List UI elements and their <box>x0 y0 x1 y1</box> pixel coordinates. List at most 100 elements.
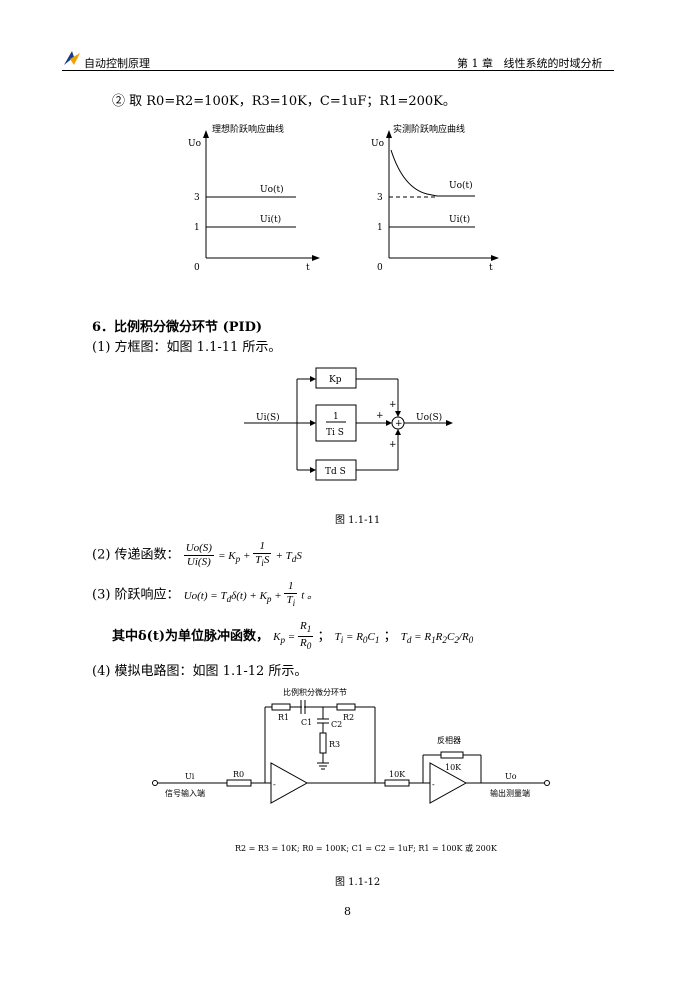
block-input-label: Ui(S) <box>256 412 280 423</box>
summing-plus-symbol: + <box>395 419 403 429</box>
actual-uo-curve <box>390 149 475 197</box>
block-output-arrow <box>446 420 453 426</box>
actual-y-arrow <box>386 130 392 138</box>
ideal-y-arrow <box>203 130 209 138</box>
actual-x-arrow <box>491 255 499 261</box>
actual-response-plot: 实测阶跃响应曲线 Uo 3 1 0 t Uo(t) Ui(t) <box>371 123 499 273</box>
inverter-label: 反相器 <box>437 735 461 745</box>
r1-label: R1 <box>278 713 289 722</box>
sep-2: ； <box>383 629 397 645</box>
sum-plus-left: + <box>376 411 384 421</box>
param-line: ② 取 R0=R2=100K，R3=10K，C=1uF；R1=200K。 <box>112 94 456 109</box>
kp-def: Kp = <box>273 631 298 646</box>
block-output-label: Uo(S) <box>416 412 442 423</box>
r10k-input-label: 10K <box>389 770 406 779</box>
ti-denominator: Ti S <box>326 428 344 438</box>
r10k-input-resistor <box>384 779 410 787</box>
opamp-1-minus: - <box>273 780 276 789</box>
input-label: 信号输入端 <box>165 788 205 798</box>
header-chapter: 第 1 章 线性系统的时域分析 <box>457 55 603 71</box>
actual-ui-label: Ui(t) <box>449 214 470 225</box>
pid-circuit-diagram: 比例积分微分环节 R1 C1 R2 C2 R3 Ui 信号输入端 R0 - 10… <box>152 687 550 853</box>
c2-label: C2 <box>331 720 342 729</box>
circuit-params: R2 = R3 = 10K; R0 = 100K; C1 = C2 = 1uF;… <box>235 843 498 853</box>
actual-plot-ylabel: Uo <box>371 139 384 149</box>
item-1-text: (1) 方框图：如图 1.1-11 所示。 <box>92 340 282 355</box>
ideal-origin: 0 <box>194 263 200 273</box>
opamp-1 <box>270 762 309 804</box>
figure-caption-1: 图 1.1-11 <box>335 515 381 526</box>
item-2-label: (2) 传递函数： <box>92 547 180 563</box>
kp-sum-arrow <box>395 411 401 417</box>
step-response-t: t 。 <box>301 589 319 602</box>
r3-resistor <box>319 732 327 754</box>
actual-tick-1: 1 <box>377 223 383 233</box>
r2-resistor <box>336 703 356 711</box>
r1-resistor <box>271 703 291 711</box>
output-terminal <box>544 780 550 786</box>
header-chapter-title: 线性系统的时域分析 <box>503 57 603 70</box>
tf-derivative-term: + TdS <box>275 549 302 564</box>
logo <box>62 49 82 67</box>
td-sum-arrow <box>395 429 401 435</box>
opamp-2-minus: - <box>432 780 435 789</box>
r0-resistor <box>226 779 252 787</box>
actual-xlabel: t <box>489 263 493 273</box>
sum-plus-bottom: + <box>389 440 397 450</box>
ti-def: Ti = R0C1 <box>334 631 380 646</box>
ideal-plot-title: 理想阶跃响应曲线 <box>212 123 284 135</box>
ideal-uo-label: Uo(t) <box>260 184 284 195</box>
section-title: 6．比例积分微分环节 (PID) <box>92 320 263 335</box>
opamp-2 <box>429 762 468 804</box>
actual-plot-title: 实测阶跃响应曲线 <box>393 123 465 135</box>
header-chapter-number: 第 1 章 <box>457 57 493 70</box>
kp-label: Kp <box>329 375 342 385</box>
uo-label: Uo <box>505 772 517 781</box>
tf-ratio: Uo(S)Ui(S) <box>183 541 214 568</box>
header-book-title: 自动控制原理 <box>84 57 150 70</box>
ideal-response-plot: 理想阶跃响应曲线 Uo 3 1 0 t Uo(t) Ui(t) <box>188 123 320 273</box>
actual-tick-3: 3 <box>377 193 383 203</box>
sum-plus-top: + <box>389 400 397 410</box>
ti-in-arrow <box>310 420 316 426</box>
ideal-xlabel: t <box>306 263 310 273</box>
item-3-label: (3) 阶跃响应： <box>92 587 180 603</box>
pid-block-diagram: Ui(S) Kp + 1 Ti S + + Uo(S) Td S + <box>244 367 453 481</box>
kp-in-arrow <box>310 376 316 382</box>
tf-rhs: = Kp + <box>218 549 254 564</box>
ideal-tick-3: 3 <box>194 193 200 203</box>
output-label: 输出测量端 <box>490 788 530 798</box>
r3-label: R3 <box>329 740 340 749</box>
ideal-tick-1: 1 <box>194 223 200 233</box>
ui-label: Ui <box>185 772 195 781</box>
ti-numerator: 1 <box>333 412 339 422</box>
logo-icon <box>64 51 80 65</box>
circuit-title: 比例积分微分环节 <box>283 687 347 697</box>
header-rule <box>62 70 614 71</box>
r0-label: R0 <box>233 770 244 779</box>
td-in-arrow <box>310 467 316 473</box>
r10k-feedback-resistor <box>440 751 464 759</box>
sep-1: ； <box>317 629 331 645</box>
ti-sum-arrow <box>386 420 392 426</box>
input-terminal <box>152 780 158 786</box>
figure-caption-2: 图 1.1-12 <box>335 877 381 888</box>
r10k-feedback-label: 10K <box>445 763 462 772</box>
r2-label: R2 <box>343 713 354 722</box>
ideal-plot-ylabel: Uo <box>188 139 201 149</box>
c1-gap <box>302 705 304 709</box>
c1-label: C1 <box>301 718 312 727</box>
actual-origin: 0 <box>377 263 383 273</box>
ideal-ui-label: Ui(t) <box>260 214 281 225</box>
item-4-text: (4) 模拟电路图：如图 1.1-12 所示。 <box>92 664 308 679</box>
actual-uo-label: Uo(t) <box>449 180 473 191</box>
td-def: Td = R1R2C2/R0 <box>400 631 474 646</box>
ideal-x-arrow <box>312 255 320 261</box>
step-response-lhs: Uo(t) = Tdδ(t) + Kp + <box>183 589 285 604</box>
